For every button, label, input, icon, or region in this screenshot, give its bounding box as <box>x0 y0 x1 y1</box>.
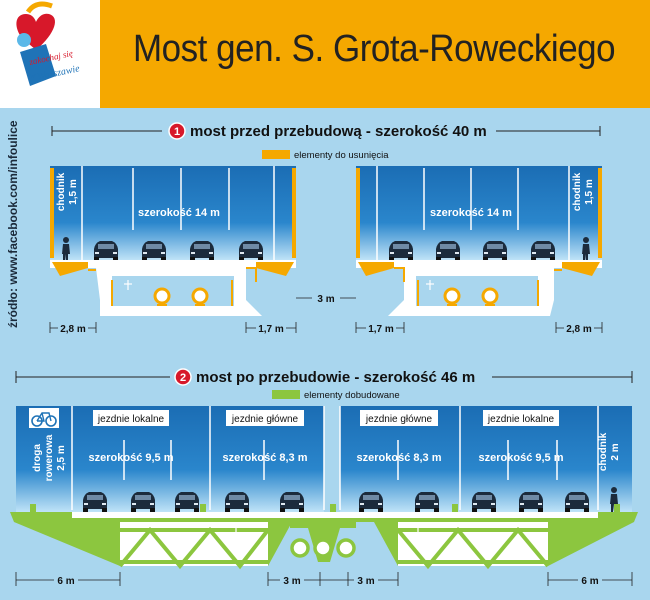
dim-s2-right: 6 m <box>581 576 598 587</box>
dim-s1-right-overhang: 2,8 m <box>566 324 592 335</box>
roadway-4-label: jezdnie lokalne <box>487 414 555 425</box>
roadway-1-width: szerokość 9,5 m <box>89 452 174 464</box>
section1-number-badge <box>168 122 186 140</box>
section2-number: 2 <box>180 372 186 384</box>
car-icon <box>359 492 383 512</box>
pipe-icon <box>313 538 333 558</box>
section1-left-sidewalk-width: 1,5 m <box>68 179 79 205</box>
car-icon <box>436 241 460 261</box>
roadway-1-label: jezdnie lokalne <box>97 414 165 425</box>
car-icon <box>389 241 413 261</box>
legend-swatch-remove <box>262 150 290 159</box>
section1-heading: most przed przebudową - szerokość 40 m <box>190 123 487 140</box>
section2-path-label-1: droga <box>32 444 43 472</box>
section1-number: 1 <box>174 126 180 138</box>
section1-right-sidewalk-width: 1,5 m <box>584 179 595 205</box>
roadway-3-label: jezdnie główne <box>365 414 433 425</box>
dim-s1-center: 3 m <box>317 294 334 305</box>
section2-path-label-2: rowerowa <box>44 434 55 481</box>
car-icon <box>519 492 543 512</box>
car-icon <box>239 241 263 261</box>
page-title: Most gen. S. Grota-Roweckiego <box>133 28 616 70</box>
legend-remove-label: elementy do usunięcia <box>294 150 389 161</box>
roadway-2-label: jezdnie główne <box>231 414 299 425</box>
section1-left-sidewalk-label: chodnik <box>56 172 67 211</box>
car-icon <box>131 492 155 512</box>
car-icon <box>483 241 507 261</box>
car-icon <box>472 492 496 512</box>
car-icon <box>415 492 439 512</box>
car-icon <box>190 241 214 261</box>
roadway-4-width: szerokość 9,5 m <box>479 452 564 464</box>
heart-logo-icon <box>16 1 56 86</box>
legend-added-label: elementy dobudowane <box>304 390 400 401</box>
car-icon <box>225 492 249 512</box>
dim-s2-center-left: 3 m <box>283 576 300 587</box>
dim-s1-right-gap: 1,7 m <box>368 324 394 335</box>
car-icon <box>142 241 166 261</box>
section2-sidewalk-label: chodnik <box>598 432 609 471</box>
section2-heading: most po przebudowie - szerokość 46 m <box>196 369 475 386</box>
dim-s1-left-overhang: 2,8 m <box>60 324 86 335</box>
header-banner <box>0 0 650 108</box>
legend-swatch-added <box>272 390 300 399</box>
section2-sidewalk-width: 2 m <box>610 443 621 460</box>
dim-s2-center-right: 3 m <box>357 576 374 587</box>
section1-left-roadway-width: szerokość 14 m <box>138 207 220 219</box>
bicycle-icon <box>29 408 59 428</box>
section1-right-roadway-width: szerokość 14 m <box>430 207 512 219</box>
car-icon <box>175 492 199 512</box>
roadway-2-width: szerokość 8,3 m <box>223 452 308 464</box>
car-icon <box>280 492 304 512</box>
pipe-icon <box>290 538 310 558</box>
logo-text-2: w <box>30 71 36 80</box>
section2-number-badge <box>174 368 192 386</box>
pipe-icon <box>336 538 356 558</box>
section2-path-width: 2,5 m <box>56 445 67 471</box>
dim-s1-left-gap: 1,7 m <box>258 324 284 335</box>
car-icon <box>83 492 107 512</box>
dim-s2-left: 6 m <box>57 576 74 587</box>
car-icon <box>94 241 118 261</box>
section1-right-sidewalk-label: chodnik <box>572 172 583 211</box>
roadway-3-width: szerokość 8,3 m <box>357 452 442 464</box>
car-icon <box>565 492 589 512</box>
car-icon <box>531 241 555 261</box>
